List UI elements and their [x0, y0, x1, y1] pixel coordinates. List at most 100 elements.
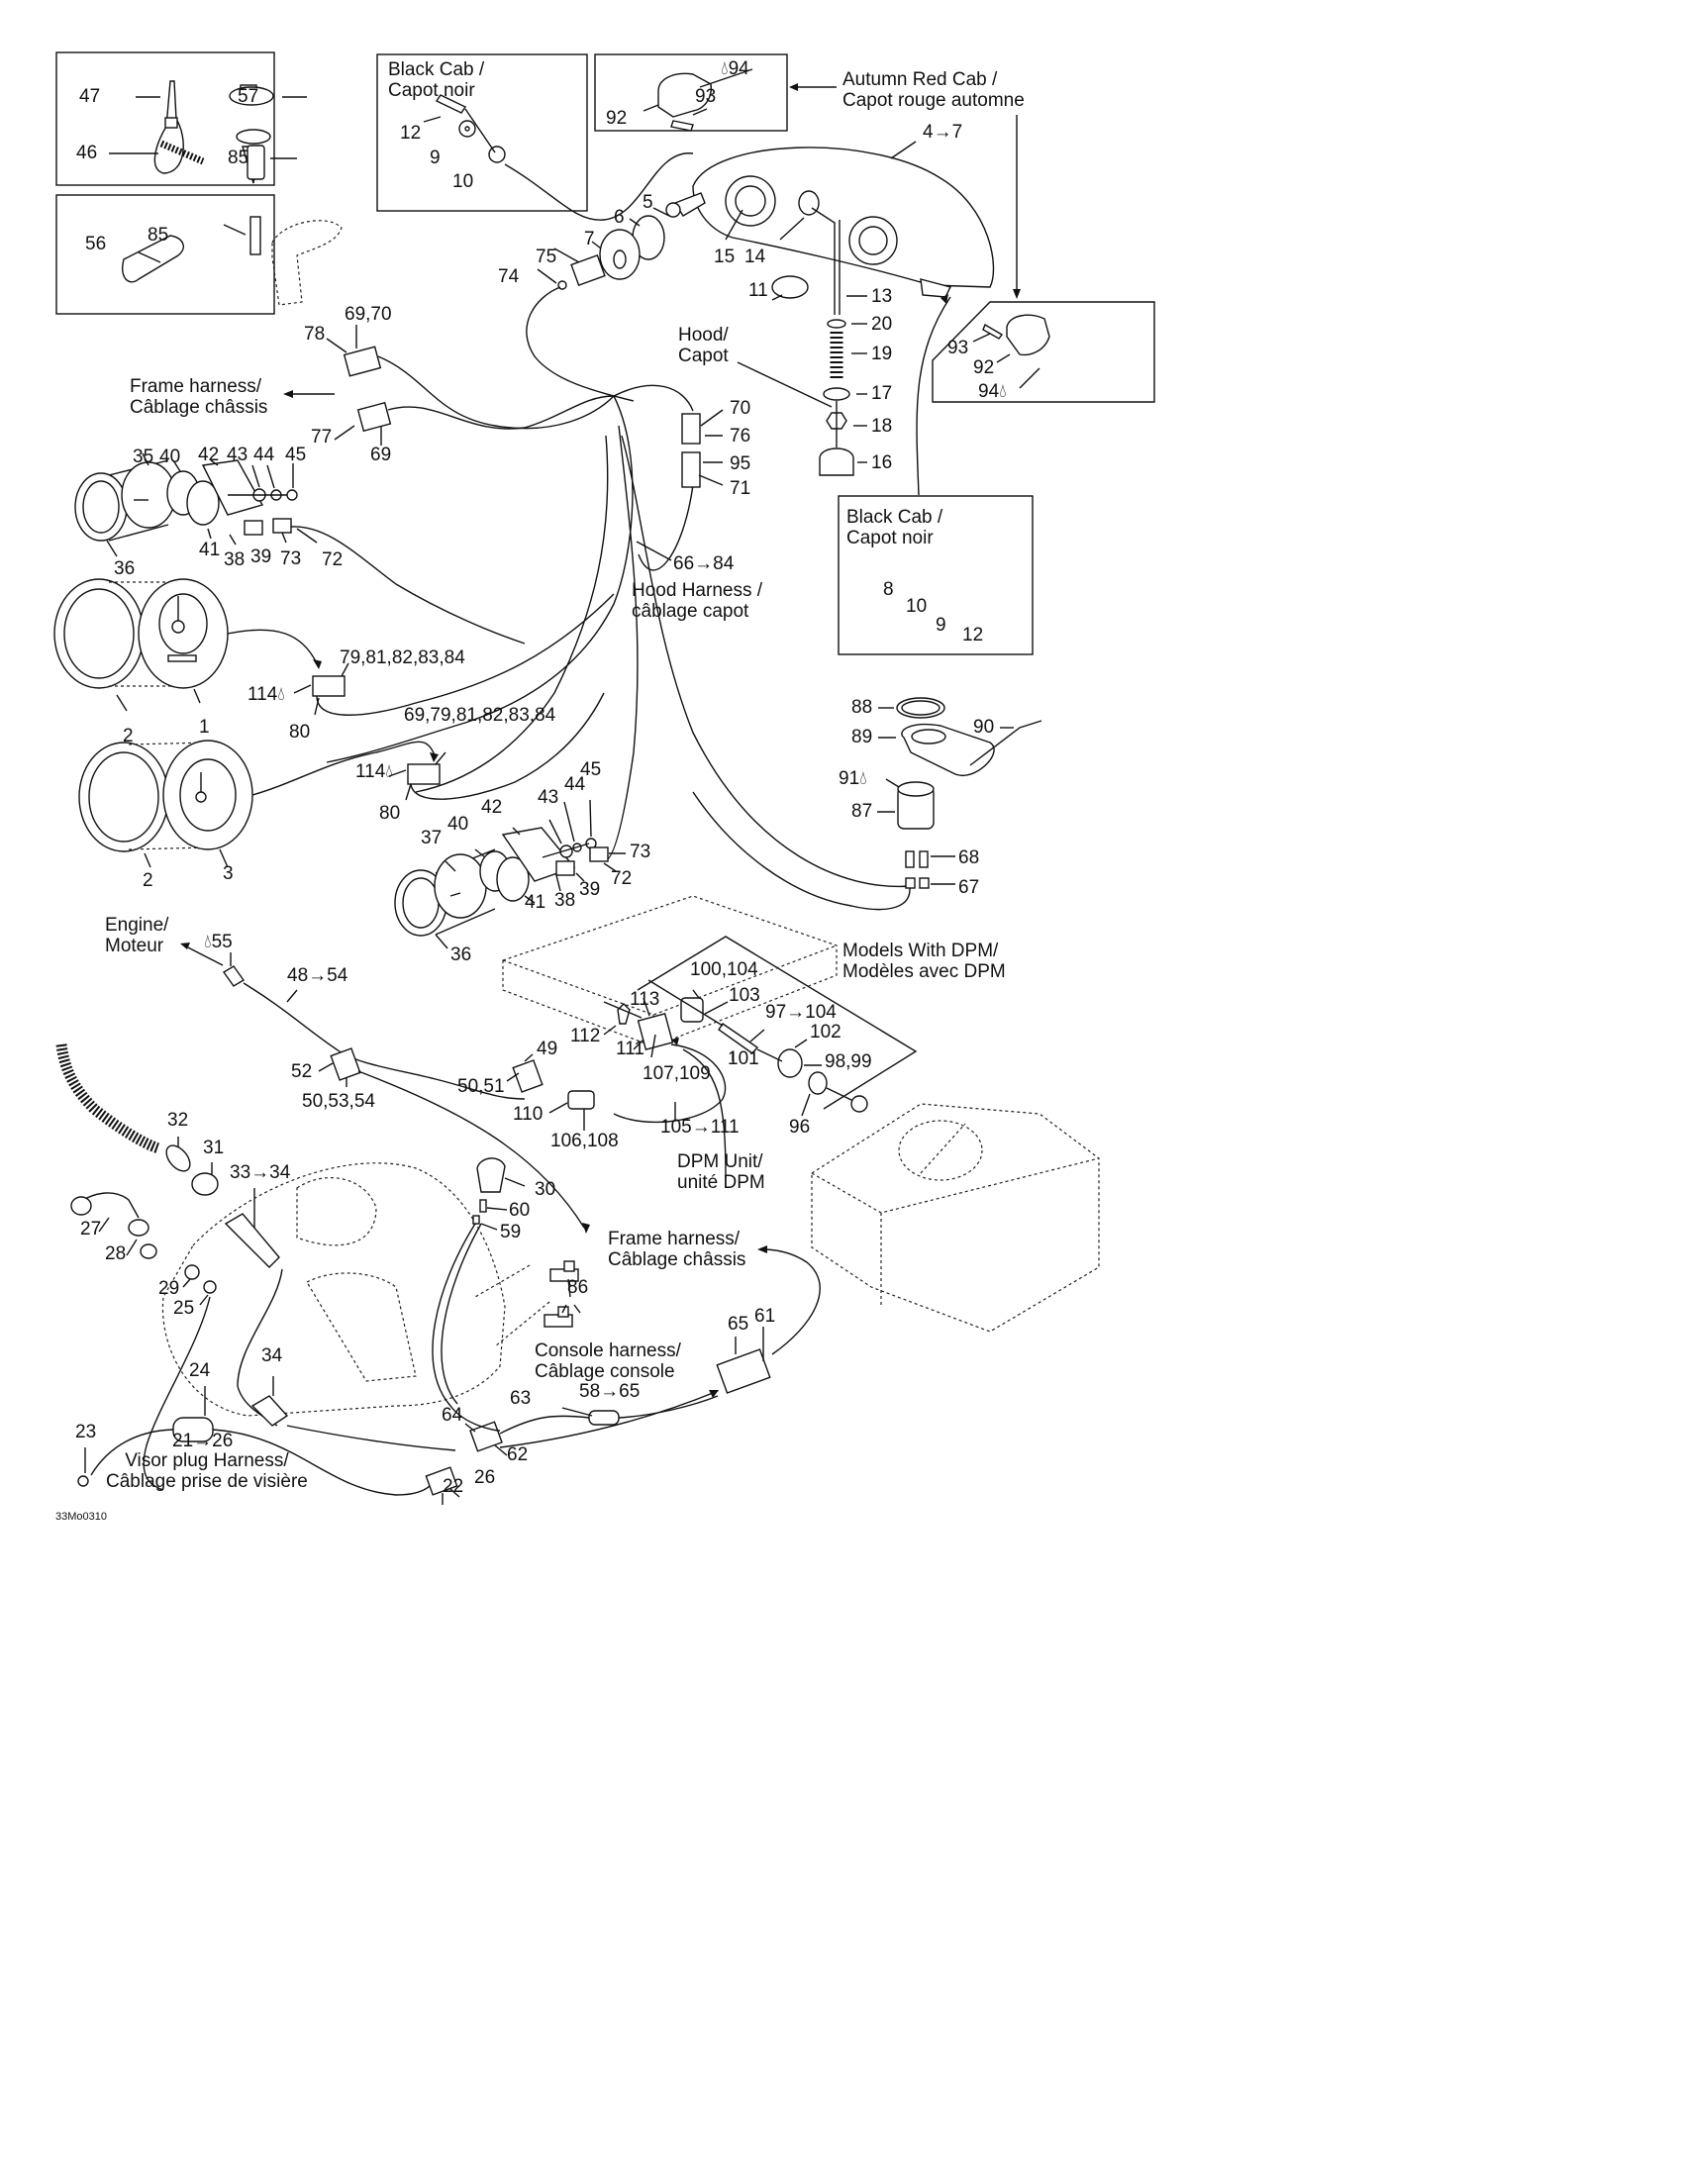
drop-icon: 💧︎: [385, 761, 393, 782]
models-with-dpm-caption: Models With DPM/ Modèles avec DPM: [842, 941, 1006, 982]
part-label: 73: [280, 548, 302, 569]
grommet-31: [191, 1172, 219, 1196]
visor-harness-caption: Visor plug Harness/ Câblage prise de vis…: [106, 1450, 308, 1492]
part-label: 37: [421, 828, 443, 848]
part-label: 4→7: [923, 122, 963, 143]
part-label: 46: [76, 143, 98, 163]
connector-110: [567, 1090, 595, 1110]
connector-77: [356, 401, 392, 433]
part-label: 57: [238, 86, 259, 107]
part-label: 31: [203, 1138, 225, 1158]
part-label: 45: [285, 445, 307, 465]
part-label: 79,81,82,83,84: [340, 647, 465, 668]
plug-34: [250, 1395, 289, 1427]
part-label: 48→54: [287, 965, 348, 986]
connector-80b: [407, 763, 441, 785]
part-label: 65: [728, 1314, 749, 1335]
connector-22-26: [425, 1466, 458, 1496]
black-cab-side-box: [838, 495, 1034, 655]
part-label: 30: [535, 1179, 556, 1200]
part-label: 87: [851, 801, 873, 822]
part-label: 19: [871, 344, 893, 364]
sleeve-63: [588, 1410, 620, 1426]
coil-cord: [55, 1043, 160, 1154]
part-label: 38: [554, 890, 576, 911]
part-label: 64: [442, 1405, 463, 1426]
part-label: 112: [570, 1026, 601, 1046]
connector-95-71: [681, 451, 701, 488]
part-label: 95: [730, 453, 751, 474]
washer-29: [184, 1264, 200, 1280]
part-label: 29: [158, 1278, 180, 1299]
part-label: 61: [754, 1306, 776, 1327]
fuel-tank-outline: [811, 1103, 1100, 1333]
part-label: 101: [728, 1048, 759, 1069]
drop-icon: 💧︎: [859, 768, 867, 789]
part-label-sealant: 94💧︎: [978, 381, 1007, 402]
part-label: 85: [148, 225, 169, 246]
part-label: 49: [537, 1039, 558, 1059]
part-label: 44: [564, 774, 586, 795]
connector-75: [570, 253, 606, 287]
terminal-59: [472, 1215, 480, 1225]
connector-49: [512, 1059, 544, 1093]
part-label: 13: [871, 286, 893, 307]
washer-20: [827, 319, 846, 329]
part-label: 10: [906, 596, 928, 617]
connector-113-111: [637, 1013, 674, 1050]
part-label: 80: [379, 803, 401, 824]
hardware-kit-2-box: [55, 194, 275, 315]
part-label: 74: [498, 266, 520, 287]
part-label: 11: [748, 280, 768, 301]
part-label: 66→84: [673, 553, 735, 574]
part-label: 38: [224, 549, 246, 570]
part-label: 90: [973, 717, 995, 738]
plug-32: [165, 1144, 191, 1172]
part-label: 50,51: [457, 1076, 505, 1097]
connector-102-98-99: [777, 1048, 803, 1078]
dpm-unit-caption: DPM Unit/ unité DPM: [677, 1151, 765, 1193]
nut-10a: [488, 146, 506, 163]
sleeve-85b: [249, 216, 261, 255]
terminal-60: [479, 1199, 487, 1213]
part-label: 35: [133, 447, 154, 467]
part-label-sealant: 91💧︎: [839, 768, 867, 789]
part-label: 52: [291, 1061, 313, 1082]
part-label: 70: [730, 398, 751, 419]
cap-28: [128, 1219, 149, 1237]
hood-harness-caption: Hood Harness / câblage capot: [632, 580, 763, 622]
part-label: 63: [510, 1388, 532, 1409]
part-label: 45: [580, 759, 602, 780]
part-label: 18: [871, 416, 893, 437]
part-label: 97→104: [765, 1002, 837, 1023]
part-label: 77: [311, 427, 333, 447]
frame-bracket-outline: [271, 220, 343, 306]
part-label: 8: [883, 579, 894, 600]
terminal-67: [905, 877, 916, 889]
part-label: 39: [250, 546, 272, 567]
part-label: 9: [936, 615, 946, 636]
part-label: 23: [75, 1422, 97, 1442]
part-label: 85: [228, 148, 249, 168]
plug-112: [617, 1003, 631, 1025]
clamp-92b: [1006, 314, 1050, 356]
part-label: 72: [322, 549, 344, 570]
part-label-sealant: 💧︎55: [204, 932, 233, 952]
console-outline: [161, 1162, 506, 1417]
part-label: 75: [536, 247, 557, 267]
cable-tie-47: [153, 80, 184, 174]
part-label: 78: [304, 324, 326, 345]
socket-39b: [555, 860, 575, 876]
part-label: 76: [730, 426, 751, 447]
connector-52: [330, 1047, 361, 1081]
part-label: 25: [173, 1298, 195, 1319]
autumn-red-cab-caption: Autumn Red Cab / Capot rouge automne: [842, 69, 1025, 111]
socket-33: [224, 1213, 280, 1268]
part-label: 69,70: [345, 304, 392, 325]
gauge-37: [434, 853, 487, 919]
engine-module-outline: [502, 895, 838, 1047]
part-label: 102: [810, 1022, 842, 1042]
part-label: 42: [198, 445, 220, 465]
part-label: 44: [253, 445, 275, 465]
washer-96: [850, 1095, 868, 1113]
